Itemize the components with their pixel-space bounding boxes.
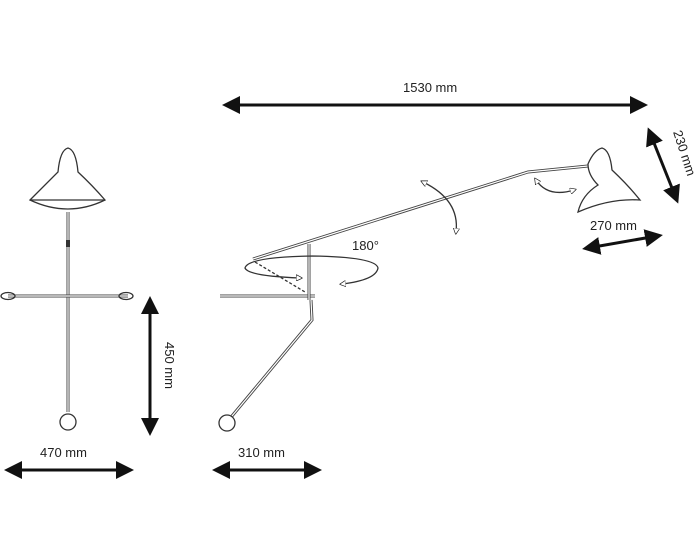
dim-270-label: 270 mm — [590, 218, 637, 233]
dim-450-label: 450 mm — [162, 342, 177, 389]
side-shade — [577, 147, 642, 214]
side-upper-arm — [252, 164, 589, 261]
dim-230-arrow — [646, 127, 680, 204]
rotation-arrow — [244, 255, 379, 284]
rotation-label: 180° — [352, 238, 379, 253]
dim-230-label: 230 mm — [670, 128, 699, 177]
side-counterweight — [218, 414, 236, 432]
dim-1530-label: 1530 mm — [403, 80, 457, 95]
dim-270-arrow — [582, 229, 663, 255]
dim-310-label: 310 mm — [238, 445, 285, 460]
arm-tilt-arrow — [423, 182, 456, 232]
side-view-lamp — [218, 147, 642, 432]
front-shade — [28, 147, 107, 210]
shade-tilt-arrow — [536, 180, 574, 192]
front-view-lamp — [0, 147, 134, 431]
dim-470-label: 470 mm — [40, 445, 87, 460]
side-lower-arm — [230, 299, 314, 417]
front-counterweight — [59, 413, 77, 431]
